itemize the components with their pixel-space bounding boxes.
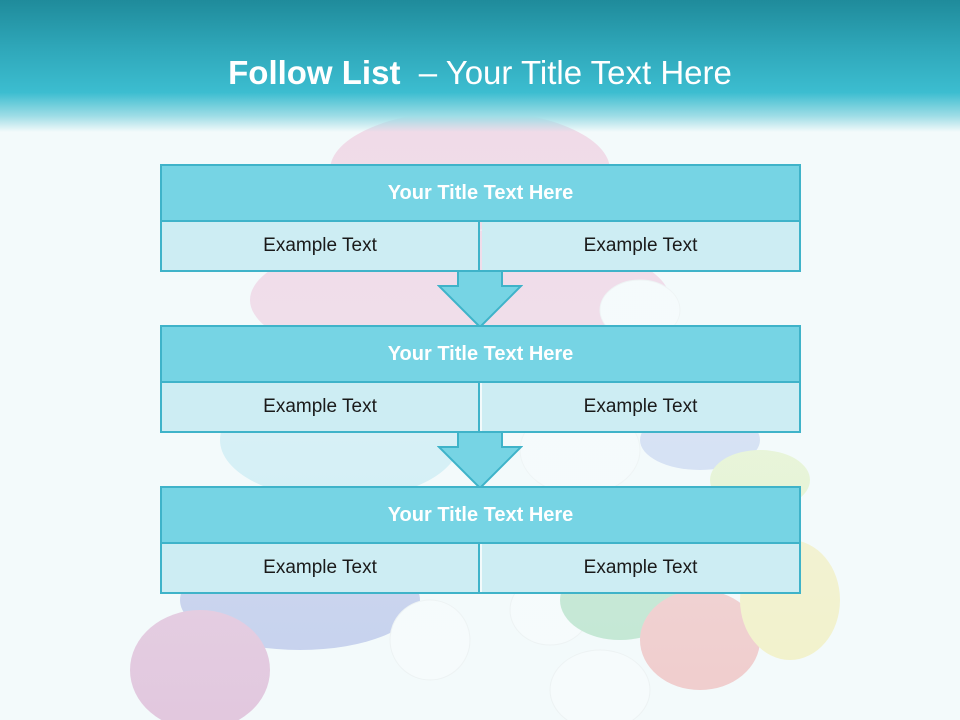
step-block-3: Your Title Text Here Example Text Exampl…	[160, 486, 801, 594]
step-1-right-text: Example Text	[482, 222, 799, 270]
step-title-2: Your Title Text Here	[162, 327, 799, 383]
title-bold: Follow List	[228, 54, 401, 91]
title-band	[0, 0, 960, 132]
step-title-1: Your Title Text Here	[162, 166, 799, 222]
title-rest: – Your Title Text Here	[400, 54, 732, 91]
step-3-left-text: Example Text	[162, 544, 480, 592]
down-arrow-icon	[437, 431, 523, 489]
step-1-left-text: Example Text	[162, 222, 480, 270]
slide-title: Follow List – Your Title Text Here	[0, 54, 960, 92]
step-block-2: Your Title Text Here Example Text Exampl…	[160, 325, 801, 433]
step-block-1: Your Title Text Here Example Text Exampl…	[160, 164, 801, 272]
step-2-right-text: Example Text	[482, 383, 799, 431]
step-title-3: Your Title Text Here	[162, 488, 799, 544]
down-arrow-icon	[437, 270, 523, 328]
step-2-left-text: Example Text	[162, 383, 480, 431]
step-3-right-text: Example Text	[482, 544, 799, 592]
